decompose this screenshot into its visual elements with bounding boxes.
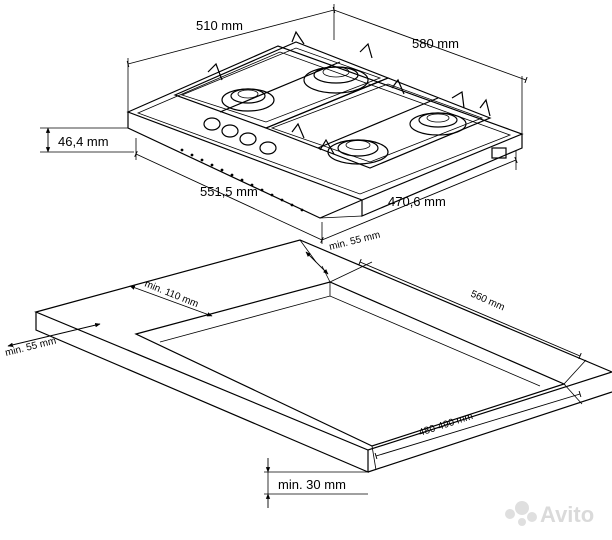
burner-rear-right (303, 66, 369, 94)
label-depth: 580 mm (412, 36, 459, 51)
gas-hob-drawing (126, 30, 524, 219)
label-rear-clearance: min. 55 mm (328, 230, 381, 253)
label-side-clearance: min. 110 mm (143, 279, 200, 311)
control-knobs (203, 117, 277, 155)
worktop-surface (34, 239, 612, 451)
label-cutout-length: 560 mm (469, 289, 506, 314)
label-height: 46,4 mm (58, 134, 109, 149)
burner-rear-left (221, 88, 275, 112)
avito-watermark: Avito (505, 501, 594, 527)
hob-dimension-lines (40, 4, 528, 244)
label-cutout-width: 551,5 mm (200, 184, 258, 199)
burner-front-left (327, 139, 389, 165)
label-cutout-depth: 470,6 mm (388, 194, 446, 209)
watermark-text: Avito (540, 502, 594, 527)
worktop-drawing (34, 239, 612, 473)
worktop-dimension-lines (7, 239, 587, 508)
gas-connector (491, 147, 507, 159)
burner-front-right (409, 112, 467, 136)
label-width: 510 mm (196, 18, 243, 33)
label-worktop-thickness: min. 30 mm (278, 477, 346, 492)
label-front-clearance: min. 55 mm (4, 336, 57, 359)
